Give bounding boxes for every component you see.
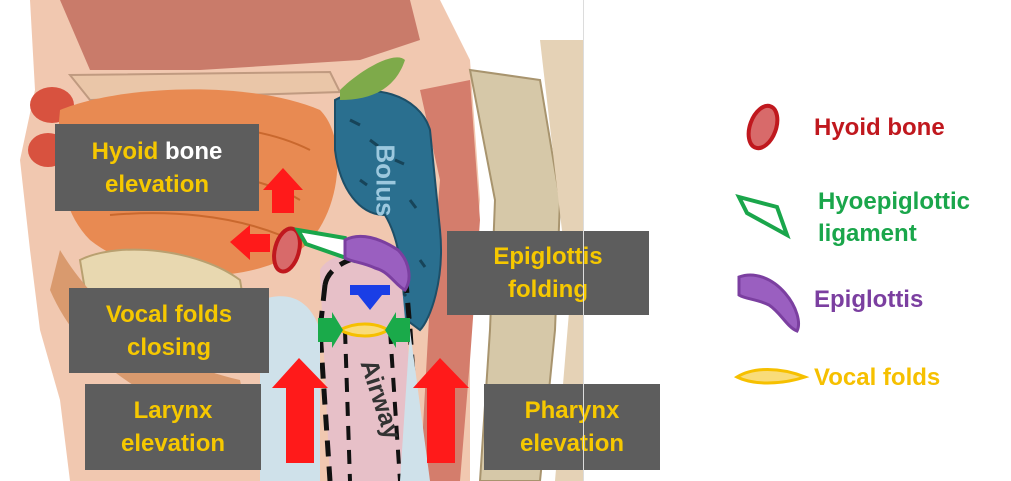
legend-hyoepiglottic-ligament: Hyoepiglottic ligament	[818, 186, 970, 250]
hyoid-bone-legend-icon	[743, 102, 782, 152]
vocal-folds-closing-box: Vocal folds closing	[69, 288, 269, 373]
bolus-label: Bolus	[370, 136, 401, 226]
legend-epiglottis: Epiglottis	[814, 284, 923, 316]
pharynx-elevation-line1: Pharynx	[525, 394, 620, 427]
epiglottis-folding-line2: folding	[508, 273, 588, 306]
vocal-folds-closing-line2: closing	[127, 331, 211, 364]
larynx-elevation-line1: Larynx	[134, 394, 213, 427]
vocal-folds-marker	[340, 324, 388, 336]
larynx-elevation-box: Larynx elevation	[85, 384, 261, 470]
hyoid-elevation-box: Hyoid bone elevation	[55, 124, 259, 211]
vocal-folds-closing-line1: Vocal folds	[106, 298, 232, 331]
legend-hyoid-bone: Hyoid bone	[814, 112, 945, 144]
epiglottis-folding-line1: Epiglottis	[493, 240, 602, 273]
legend-hyoepiglottic-line2: ligament	[818, 218, 970, 250]
hyoid-elevation-word: elevation	[105, 168, 209, 201]
hyoid-word: Hyoid	[92, 138, 159, 165]
hyoepiglottic-ligament-legend-icon	[739, 197, 787, 235]
larynx-elevation-line2: elevation	[121, 427, 225, 460]
vocal-folds-legend-icon	[737, 370, 805, 384]
legend-hyoepiglottic-line1: Hyoepiglottic	[818, 186, 970, 218]
epiglottis-folding-box: Epiglottis folding	[447, 231, 649, 315]
pharynx-elevation-box: Pharynx elevation	[484, 384, 660, 470]
legend-vocal-folds: Vocal folds	[814, 362, 940, 394]
panel-divider	[583, 0, 584, 481]
pharynx-elevation-line2: elevation	[520, 427, 624, 460]
bone-word: bone	[165, 138, 222, 165]
epiglottis-legend-icon	[739, 275, 799, 331]
